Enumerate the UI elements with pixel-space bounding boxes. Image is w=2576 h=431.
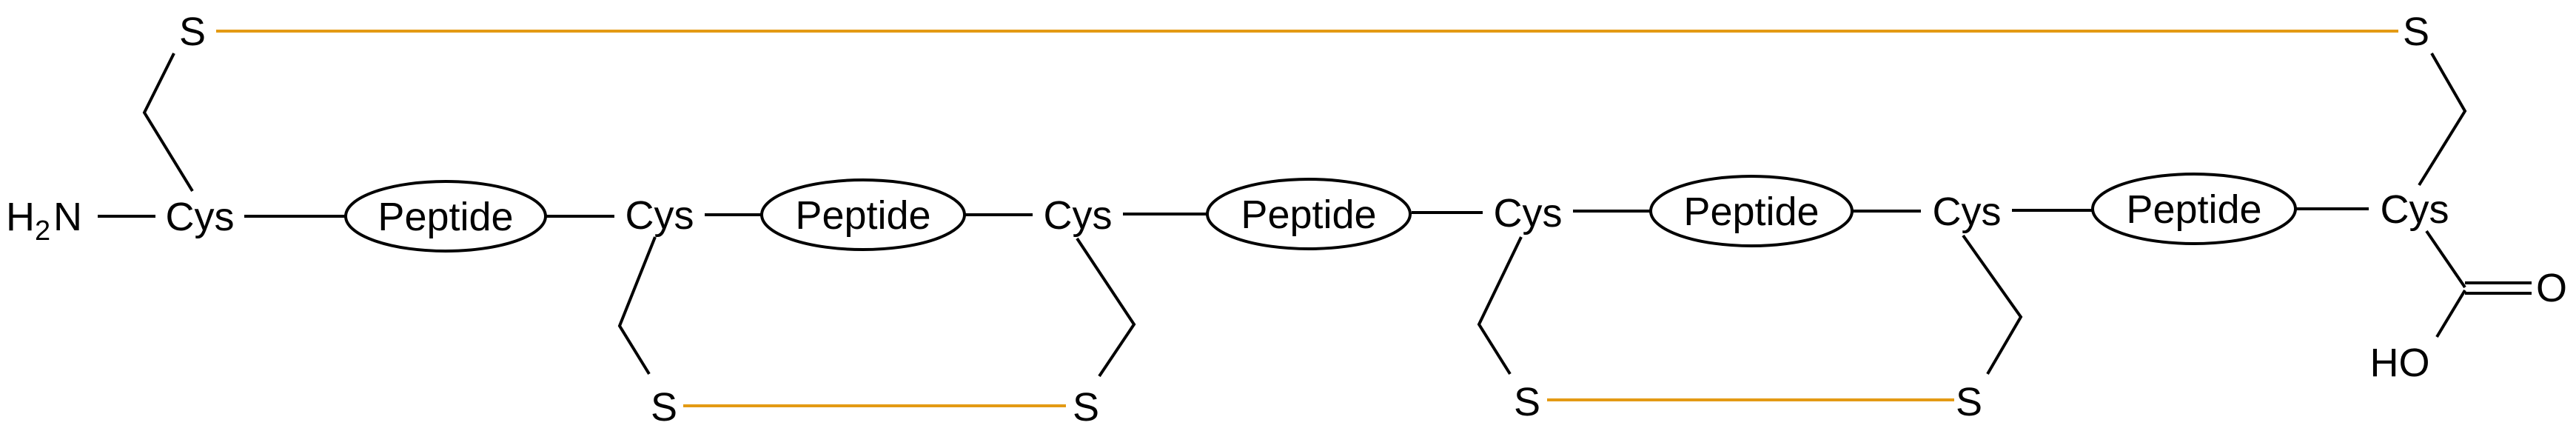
peptide-label-2: Peptide: [795, 193, 930, 238]
cys-label-3: Cys: [1044, 193, 1113, 238]
peptide-ellipse-3: [1206, 178, 1412, 250]
carbonyl-oxygen: O: [2536, 266, 2567, 310]
n-terminus-n: N: [53, 195, 82, 239]
n-terminus-h: H: [6, 195, 35, 239]
peptide-label-4: Peptide: [1683, 190, 1819, 234]
sidechain-cys3: [1076, 237, 1136, 378]
sidechain-cys1: [142, 53, 194, 193]
peptide-label-5: Peptide: [2126, 187, 2261, 232]
sulfur-atom-2: S: [2403, 10, 2429, 54]
sidechain-cys5: [1962, 234, 2023, 375]
peptide-ellipse-1: [344, 180, 547, 253]
sulfur-atom-3: S: [651, 385, 677, 430]
n-terminus-subscript: 2: [35, 216, 50, 247]
sidechain-cys4: [1477, 236, 1523, 375]
cys-label-5: Cys: [1933, 190, 2002, 234]
cys-label-2: Cys: [625, 193, 694, 238]
peptide-ellipse-5: [2091, 173, 2297, 245]
sulfur-atom-1: S: [179, 10, 206, 54]
cys-label-4: Cys: [1494, 191, 1563, 235]
peptide-ellipse-2: [760, 178, 966, 251]
bond-carboxyl-hydroxyl: [2435, 289, 2466, 338]
sulfur-atom-6: S: [1956, 380, 1982, 424]
sidechain-cys6: [2418, 53, 2467, 187]
sulfur-atom-5: S: [1514, 380, 1540, 424]
peptide-label-1: Peptide: [378, 195, 513, 239]
peptide-label-3: Peptide: [1241, 193, 1376, 237]
peptide-ellipse-4: [1649, 175, 1854, 247]
cys-label-1: Cys: [166, 195, 235, 239]
bond-cys6-carboxyl: [2425, 230, 2466, 289]
hydroxyl-group: HO: [2370, 341, 2430, 385]
sulfur-atom-4: S: [1073, 385, 1099, 430]
cys-label-6: Cys: [2381, 187, 2449, 232]
sidechain-cys2: [617, 236, 657, 375]
